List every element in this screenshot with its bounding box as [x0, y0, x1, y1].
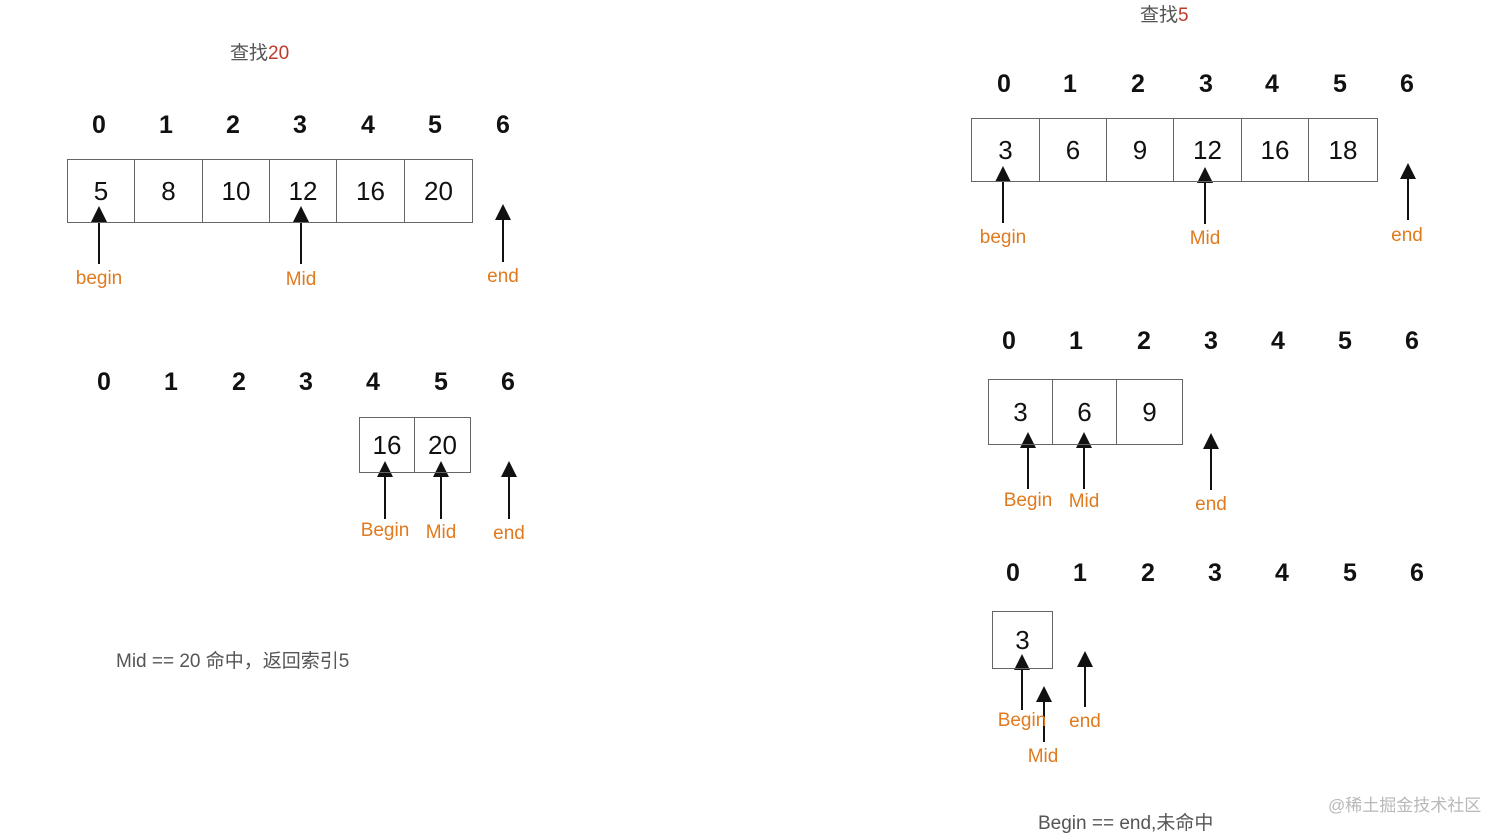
- array-cell: 16: [360, 418, 415, 472]
- index-label: 1: [1069, 327, 1083, 355]
- array-cell: 20: [428, 429, 457, 460]
- array-cell: 3: [989, 380, 1053, 444]
- index-label: 5: [1333, 70, 1347, 98]
- left-step2-array: 16 20: [359, 417, 471, 473]
- right-title: 查找5: [1140, 0, 1189, 27]
- right-step1-begin-label: begin: [979, 227, 1027, 248]
- index-label: 4: [1271, 327, 1285, 355]
- left-title-target: 20: [268, 43, 290, 64]
- index-label: 6: [496, 111, 510, 139]
- index-label: 5: [434, 368, 448, 396]
- index-label: 6: [501, 368, 515, 396]
- index-label: 6: [1400, 70, 1414, 98]
- right-title-target: 5: [1178, 5, 1189, 26]
- index-label: 2: [1131, 70, 1145, 98]
- index-label: 4: [1275, 559, 1289, 587]
- right-step2-mid-label: Mid: [1068, 491, 1100, 512]
- index-label: 2: [232, 368, 246, 396]
- index-label: 6: [1405, 327, 1419, 355]
- index-label: 0: [1002, 327, 1016, 355]
- index-label: 5: [428, 111, 442, 139]
- array-cell: 3: [1015, 624, 1030, 655]
- array-cell: 6: [1040, 119, 1107, 181]
- index-label: 1: [159, 111, 173, 139]
- array-cell: 3: [972, 119, 1040, 181]
- right-step1-end-label: end: [1391, 225, 1423, 246]
- right-step3-mid-label: Mid: [1027, 746, 1059, 767]
- array-cell: 18: [1328, 134, 1358, 165]
- index-label: 3: [299, 368, 313, 396]
- right-step2-begin-label: Begin: [1003, 490, 1053, 511]
- array-cell: 9: [1142, 396, 1157, 427]
- index-label: 1: [1073, 559, 1087, 587]
- array-cell: 12: [270, 160, 337, 222]
- left-result-note: Mid == 20 命中，返回索引5: [116, 651, 350, 672]
- index-label: 1: [1063, 70, 1077, 98]
- index-label: 4: [366, 368, 380, 396]
- right-result-note: Begin == end,未命中: [1038, 813, 1214, 834]
- index-label: 5: [1343, 559, 1357, 587]
- array-cell: 6: [1053, 380, 1117, 444]
- index-label: 1: [164, 368, 178, 396]
- right-step3-array: 3: [992, 611, 1053, 669]
- right-step1-array: 3 6 9 12 16 18: [971, 118, 1378, 182]
- array-cell: 10: [203, 160, 270, 222]
- array-cell: 5: [68, 160, 135, 222]
- right-step1-mid-label: Mid: [1189, 228, 1221, 249]
- right-title-prefix: 查找: [1140, 5, 1179, 26]
- left-title: 查找20: [230, 38, 289, 65]
- left-title-prefix: 查找: [230, 43, 269, 64]
- array-cell: 8: [135, 160, 203, 222]
- left-step1-end-label: end: [487, 266, 519, 287]
- index-label: 3: [1204, 327, 1218, 355]
- left-step2-end-label: end: [493, 523, 525, 544]
- index-label: 2: [1137, 327, 1151, 355]
- index-label: 0: [1006, 559, 1020, 587]
- right-step2-array: 3 6 9: [988, 379, 1183, 445]
- right-step3-end-label: end: [1069, 711, 1101, 732]
- index-label: 2: [226, 111, 240, 139]
- index-label: 0: [997, 70, 1011, 98]
- index-label: 3: [293, 111, 307, 139]
- array-cell: 12: [1174, 119, 1242, 181]
- array-cell: 20: [424, 175, 453, 206]
- left-step2-mid-label: Mid: [425, 522, 457, 543]
- index-label: 2: [1141, 559, 1155, 587]
- index-label: 0: [92, 111, 106, 139]
- array-cell: 16: [1242, 119, 1309, 181]
- left-step1-begin-label: begin: [75, 268, 123, 289]
- array-cell: 16: [337, 160, 405, 222]
- index-label: 6: [1410, 559, 1424, 587]
- left-step1-mid-label: Mid: [285, 269, 317, 290]
- index-label: 5: [1338, 327, 1352, 355]
- left-step2-begin-label: Begin: [360, 520, 410, 541]
- index-label: 4: [361, 111, 375, 139]
- array-cell: 9: [1107, 119, 1174, 181]
- index-label: 0: [97, 368, 111, 396]
- index-label: 4: [1265, 70, 1279, 98]
- right-step2-end-label: end: [1195, 494, 1227, 515]
- index-label: 3: [1208, 559, 1222, 587]
- right-step3-begin-label: Begin: [997, 710, 1047, 731]
- watermark: @稀土掘金技术社区: [1328, 796, 1482, 815]
- index-label: 3: [1199, 70, 1213, 98]
- left-step1-array: 5 8 10 12 16 20: [67, 159, 473, 223]
